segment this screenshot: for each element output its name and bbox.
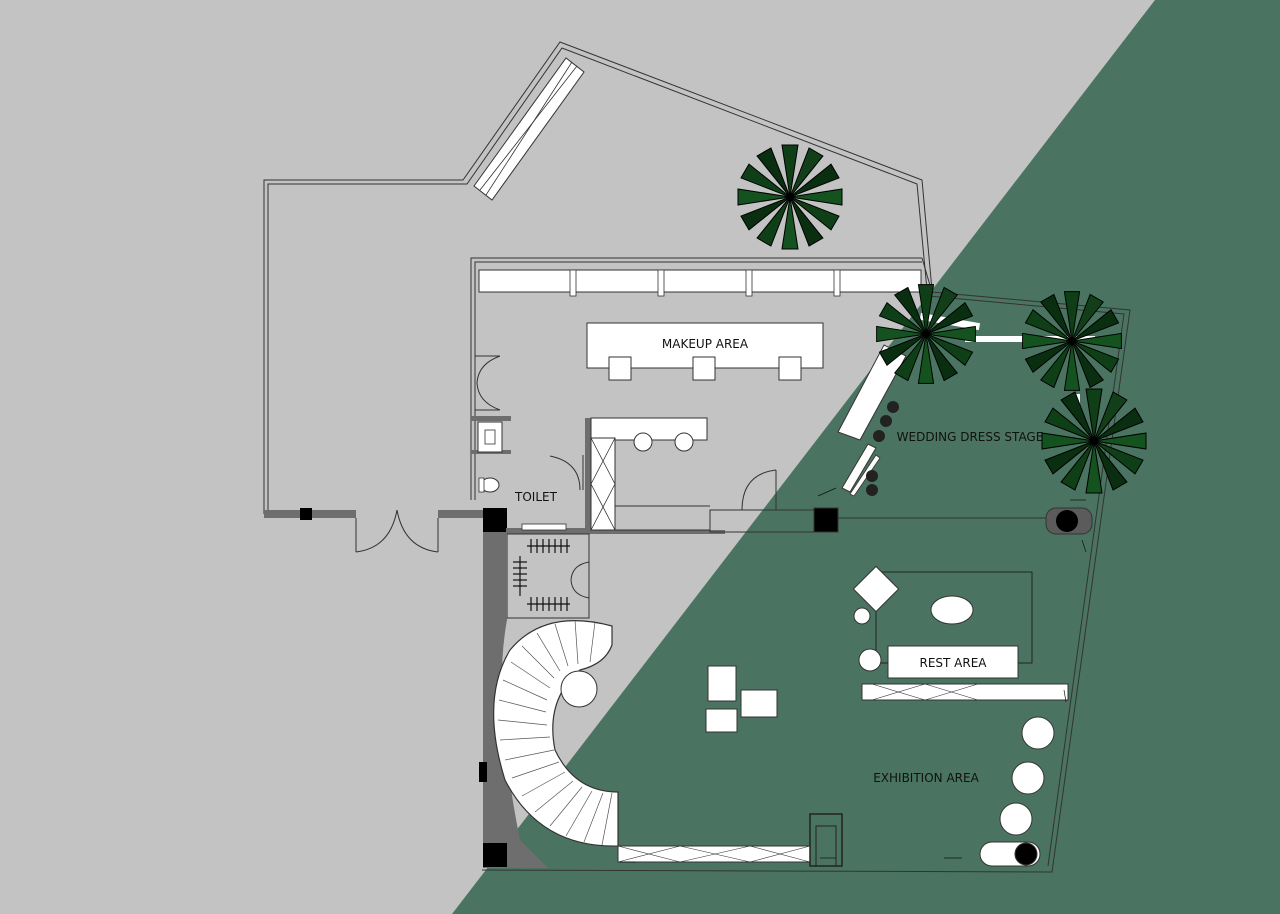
toilet-icon	[478, 477, 500, 493]
toilet-door	[549, 455, 581, 491]
label-toilet: TOILET	[514, 490, 558, 504]
label-rest-area: REST AREA	[919, 656, 987, 670]
round-display-stands	[979, 716, 1055, 867]
skylight	[473, 57, 585, 201]
makeup-counter	[478, 269, 922, 297]
dimension-marks	[620, 487, 1087, 863]
exhibition-display-blocks	[705, 665, 778, 733]
left-lower-wall	[264, 508, 484, 520]
bottom-display-counter	[617, 813, 843, 867]
corridor	[615, 469, 1046, 533]
wedding-dress-stage: WEDDING DRESS STAGE	[837, 312, 1095, 535]
shelf-unit	[590, 417, 708, 531]
clothes-rack-icon	[513, 539, 570, 611]
interior-walls	[483, 418, 725, 534]
makeup-table: MAKEUP AREA	[586, 322, 824, 381]
label-exhibition-area: EXHIBITION AREA	[873, 771, 979, 785]
rest-area: REST AREA	[852, 565, 1069, 701]
makeup-side-door	[475, 355, 501, 411]
label-makeup-area: MAKEUP AREA	[662, 337, 749, 351]
stair-wall	[479, 532, 548, 868]
outer-terrace-outline	[263, 41, 933, 514]
spiral-staircase-icon	[493, 619, 619, 847]
toilet-room: TOILET	[471, 416, 584, 504]
dressing-closet	[506, 533, 590, 619]
entry-double-door	[355, 509, 439, 553]
label-wedding-dress-stage: WEDDING DRESS STAGE	[897, 430, 1044, 444]
